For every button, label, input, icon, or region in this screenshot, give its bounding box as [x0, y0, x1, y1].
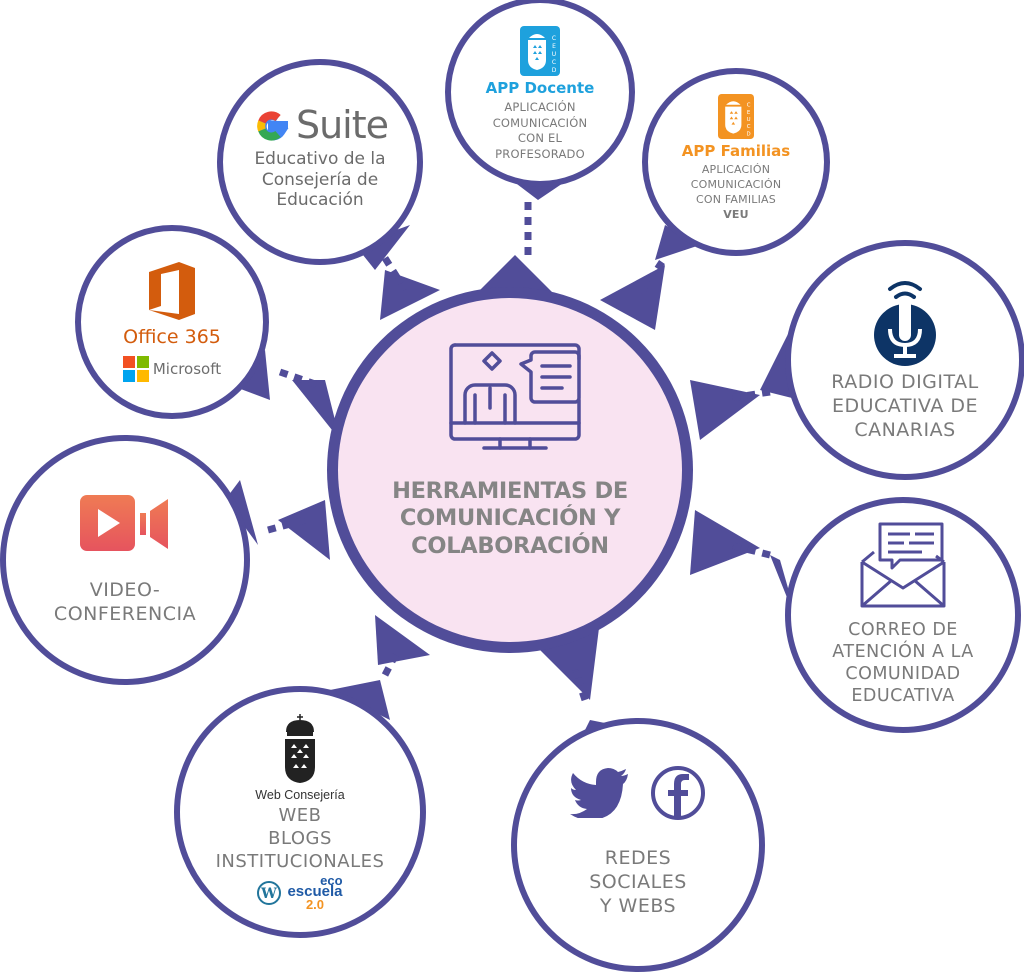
svg-text:D: D	[552, 67, 557, 74]
node-video[interactable]: VIDEO- CONFERENCIA	[6, 441, 244, 679]
label-line: EDUCATIVA	[851, 685, 955, 706]
label-line: ATENCIÓN A LA	[832, 642, 974, 663]
office-365-icon	[149, 262, 195, 320]
center-title-line: HERRAMIENTAS DE	[392, 478, 628, 504]
center-title-line: COMUNICACIÓN Y	[399, 505, 621, 532]
label-line: COMUNIDAD	[845, 664, 961, 684]
center-fill	[338, 298, 682, 642]
svg-text:D: D	[747, 131, 751, 137]
desc-line: CON FAMILIAS	[696, 192, 776, 206]
svg-text:C: C	[747, 103, 751, 109]
desc-line: APLICACIÓN	[701, 163, 771, 176]
canarias-coat-of-arms-icon	[285, 714, 315, 784]
desc-line: Educativo de la	[254, 149, 386, 170]
facebook-icon	[651, 766, 705, 821]
gsuite-logo: Suite	[252, 103, 389, 148]
desc-line-bold: VEU	[723, 207, 749, 221]
svg-text:W: W	[261, 886, 278, 902]
label-line: REDES	[604, 847, 672, 870]
app-docente-desc: APLICACIÓN COMUNICACIÓN CON EL PROFESORA…	[493, 100, 588, 162]
label-line: WEB	[278, 805, 322, 827]
node-redes[interactable]: REDES SOCIALES Y WEBS	[517, 724, 759, 966]
node-app-docente[interactable]: C E U C D APP Docente APLICACIÓN COMUNIC…	[452, 4, 628, 180]
radio-label: RADIO DIGITAL EDUCATIVA DE CANARIAS	[831, 371, 978, 442]
svg-text:C: C	[552, 35, 556, 42]
presenter-monitor-icon	[449, 343, 581, 450]
label-line: SOCIALES	[589, 871, 687, 894]
app-familias-desc: APLICACIÓN COMUNICACIÓN CON FAMILIAS VEU	[691, 163, 782, 222]
envelope-message-icon	[860, 522, 946, 608]
desc-line: PROFESORADO	[495, 146, 585, 161]
video-label: VIDEO- CONFERENCIA	[54, 579, 196, 627]
ceucd-orange-app-icon: C E U C D	[718, 94, 754, 139]
gsuite-logo-text: Suite	[295, 103, 389, 148]
label-line: CORREO DE	[848, 620, 958, 641]
label-line: INSTITUCIONALES	[215, 851, 385, 873]
desc-line: APLICACIÓN	[504, 100, 576, 114]
social-icons	[570, 765, 706, 821]
node-app-familias[interactable]: C E U C D APP Familias APLICACIÓN COMUNI…	[648, 74, 824, 250]
microsoft-brand: Microsoft	[122, 356, 222, 382]
video-camera-icon	[80, 495, 168, 552]
web-logos: W eco escuela 2.0	[257, 873, 343, 912]
node-web[interactable]: Web Consejería WEB BLOGS INSTITUCIONALES…	[180, 692, 420, 932]
label-line: CANARIAS	[854, 418, 956, 441]
svg-text:C: C	[747, 124, 751, 130]
desc-line: Educación	[276, 190, 364, 211]
version-text: 2.0	[305, 896, 325, 912]
label-line: EDUCATIVA DE	[832, 395, 978, 418]
correo-label: CORREO DE ATENCIÓN A LA COMUNIDAD EDUCAT…	[832, 620, 973, 708]
twitter-icon	[570, 768, 628, 819]
label-line: CONFERENCIA	[53, 603, 197, 625]
desc-line: COMUNICACIÓN	[690, 177, 782, 191]
svg-text:U: U	[747, 117, 751, 123]
gsuite-desc: Educativo de la Consejería de Educación	[254, 149, 385, 210]
wordpress-icon: W	[257, 880, 282, 905]
desc-line: COMUNICACIÓN	[492, 115, 588, 130]
center-spikes	[278, 255, 760, 700]
web-caption: Web Consejería	[255, 788, 345, 803]
app-familias-title: APP Familias	[681, 142, 791, 160]
svg-text:C: C	[552, 59, 556, 66]
ecoescuela-logo: eco escuela 2.0	[287, 873, 343, 912]
escuela-text: escuela	[287, 883, 343, 901]
label-line: BLOGS	[268, 828, 332, 850]
node-office365[interactable]: Office 365 Microsoft	[84, 234, 260, 410]
desc-line: CON EL	[517, 131, 563, 146]
microsoft-logo-icon	[122, 356, 149, 382]
svg-text:E: E	[747, 110, 751, 116]
app-docente-title: APP Docente	[485, 79, 595, 97]
center-title: HERRAMIENTAS DE COMUNICACIÓN Y COLABORAC…	[355, 478, 665, 560]
microphone-icon	[874, 281, 936, 367]
office-title: Office 365	[123, 326, 221, 348]
dotted-connectors	[267, 202, 771, 702]
svg-text:U: U	[552, 51, 556, 58]
center-title-line: COLABORACIÓN	[411, 532, 609, 559]
svg-text:E: E	[552, 43, 556, 50]
node-correo[interactable]: CORREO DE ATENCIÓN A LA COMUNIDAD EDUCAT…	[791, 503, 1015, 727]
label-line: Y WEBS	[599, 894, 677, 917]
redes-label: REDES SOCIALES Y WEBS	[589, 847, 687, 918]
google-g-icon	[257, 111, 289, 141]
desc-line: Consejería de	[261, 169, 379, 190]
microsoft-label: Microsoft	[152, 360, 222, 378]
web-label: WEB BLOGS INSTITUCIONALES	[216, 804, 385, 873]
label-line: VIDEO-	[89, 579, 161, 602]
node-gsuite[interactable]: Suite Educativo de la Consejería de Educ…	[226, 68, 414, 256]
node-radio[interactable]: RADIO DIGITAL EDUCATIVA DE CANARIAS	[791, 246, 1019, 474]
eco-text: eco	[320, 873, 343, 889]
label-line: RADIO DIGITAL	[831, 371, 979, 394]
ceucd-blue-app-icon: C E U C D	[520, 26, 560, 76]
